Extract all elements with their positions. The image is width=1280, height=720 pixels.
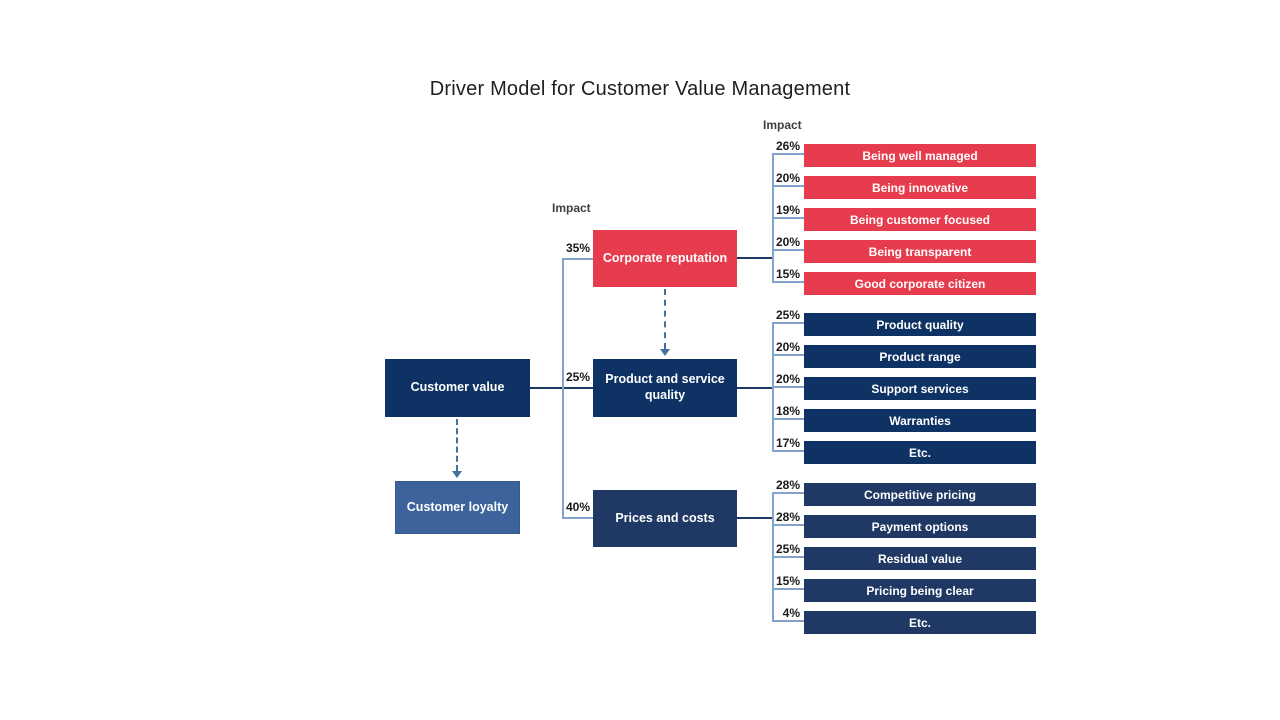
- node-prices-costs: Prices and costs: [593, 490, 737, 547]
- connector-stub: [772, 281, 804, 283]
- impact-value: 17%: [775, 436, 800, 450]
- sub-driver-bar: Good corporate citizen: [804, 272, 1036, 295]
- impact-label-mid: Impact: [552, 201, 591, 215]
- dashed-arrow-line: [456, 419, 458, 471]
- connector-stub: [772, 322, 804, 324]
- connector-stub: [772, 354, 804, 356]
- sub-driver-bar: Residual value: [804, 547, 1036, 570]
- sub-driver-bar: Support services: [804, 377, 1036, 400]
- connector-stub: [772, 450, 804, 452]
- connector-line: [737, 517, 772, 519]
- connector-stub: [772, 185, 804, 187]
- connector-stub: [772, 386, 804, 388]
- connector-line: [530, 387, 593, 389]
- connector-stub: [772, 524, 804, 526]
- impact-label-right: Impact: [763, 118, 802, 132]
- impact-value: 20%: [775, 171, 800, 185]
- sub-driver-bar: Product quality: [804, 313, 1036, 336]
- connector-stub: [772, 556, 804, 558]
- impact-value: 19%: [775, 203, 800, 217]
- impact-value: 15%: [775, 267, 800, 281]
- sub-driver-bar: Pricing being clear: [804, 579, 1036, 602]
- node-corporate-reputation: Corporate reputation: [593, 230, 737, 287]
- sub-driver-bar: Competitive pricing: [804, 483, 1036, 506]
- impact-value: 20%: [775, 340, 800, 354]
- impact-value: 28%: [775, 478, 800, 492]
- node-customer-value: Customer value: [385, 359, 530, 417]
- connector-stub: [562, 258, 593, 260]
- connector-stub: [772, 249, 804, 251]
- node-customer-loyalty: Customer loyalty: [395, 481, 520, 534]
- sub-driver-bar: Payment options: [804, 515, 1036, 538]
- connector-stub: [772, 492, 804, 494]
- impact-value: 40%: [565, 500, 590, 514]
- impact-value: 26%: [775, 139, 800, 153]
- diagram-title: Driver Model for Customer Value Manageme…: [429, 78, 851, 100]
- arrowhead-down-icon: [660, 349, 670, 356]
- impact-value: 25%: [775, 308, 800, 322]
- connector-stub: [772, 153, 804, 155]
- impact-value: 4%: [782, 606, 800, 620]
- connector-line: [737, 257, 772, 259]
- node-product-service-quality: Product and service quality: [593, 359, 737, 417]
- impact-value: 25%: [775, 542, 800, 556]
- sub-driver-bar: Being customer focused: [804, 208, 1036, 231]
- impact-value: 20%: [775, 372, 800, 386]
- dashed-arrow-line: [664, 289, 666, 349]
- connector-line: [737, 387, 772, 389]
- impact-value: 18%: [775, 404, 800, 418]
- impact-value: 15%: [775, 574, 800, 588]
- impact-value: 20%: [775, 235, 800, 249]
- connector-stub: [772, 588, 804, 590]
- sub-driver-bar: Warranties: [804, 409, 1036, 432]
- connector-stub: [772, 418, 804, 420]
- connector-stub: [772, 620, 804, 622]
- connector-stub: [772, 217, 804, 219]
- sub-driver-bar: Being well managed: [804, 144, 1036, 167]
- sub-driver-bar: Being transparent: [804, 240, 1036, 263]
- arrowhead-down-icon: [452, 471, 462, 478]
- connector-line: [562, 258, 564, 519]
- impact-value: 35%: [565, 241, 590, 255]
- connector-stub: [562, 517, 593, 519]
- sub-driver-bar: Etc.: [804, 441, 1036, 464]
- impact-value: 25%: [565, 370, 590, 384]
- sub-driver-bar: Etc.: [804, 611, 1036, 634]
- impact-value: 28%: [775, 510, 800, 524]
- sub-driver-bar: Product range: [804, 345, 1036, 368]
- sub-driver-bar: Being innovative: [804, 176, 1036, 199]
